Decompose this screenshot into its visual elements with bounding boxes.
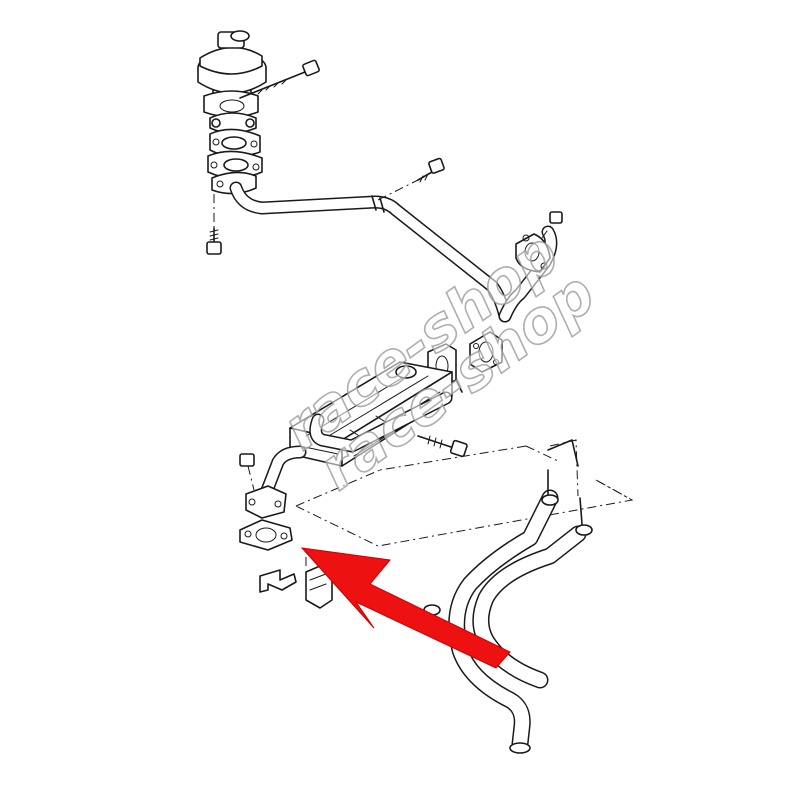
cooler-nut xyxy=(239,453,255,491)
egr-valve xyxy=(197,30,267,118)
pipe-bolt xyxy=(377,157,445,201)
coolant-hose-2 xyxy=(472,525,587,689)
red-arrow xyxy=(300,547,511,669)
pipe-end-flange xyxy=(515,233,551,273)
valve-bolt xyxy=(239,59,320,99)
watermark: race-shop race-shop xyxy=(269,218,608,504)
upper-gasket-1 xyxy=(209,112,257,134)
cooler-bolt xyxy=(417,435,468,458)
egr-pipe xyxy=(229,181,558,323)
upper-gasket-2 xyxy=(209,128,261,158)
coolant-hose-1 xyxy=(448,489,559,753)
egr-cooler xyxy=(245,361,453,519)
hose-clamps xyxy=(423,439,593,754)
cooler-gasket xyxy=(469,331,503,373)
bracket xyxy=(259,569,297,593)
lower-flange-bolt xyxy=(206,194,222,255)
pipe-end-bolt xyxy=(541,211,563,239)
assembly-outline xyxy=(295,439,634,547)
lower-gasket xyxy=(239,519,293,551)
